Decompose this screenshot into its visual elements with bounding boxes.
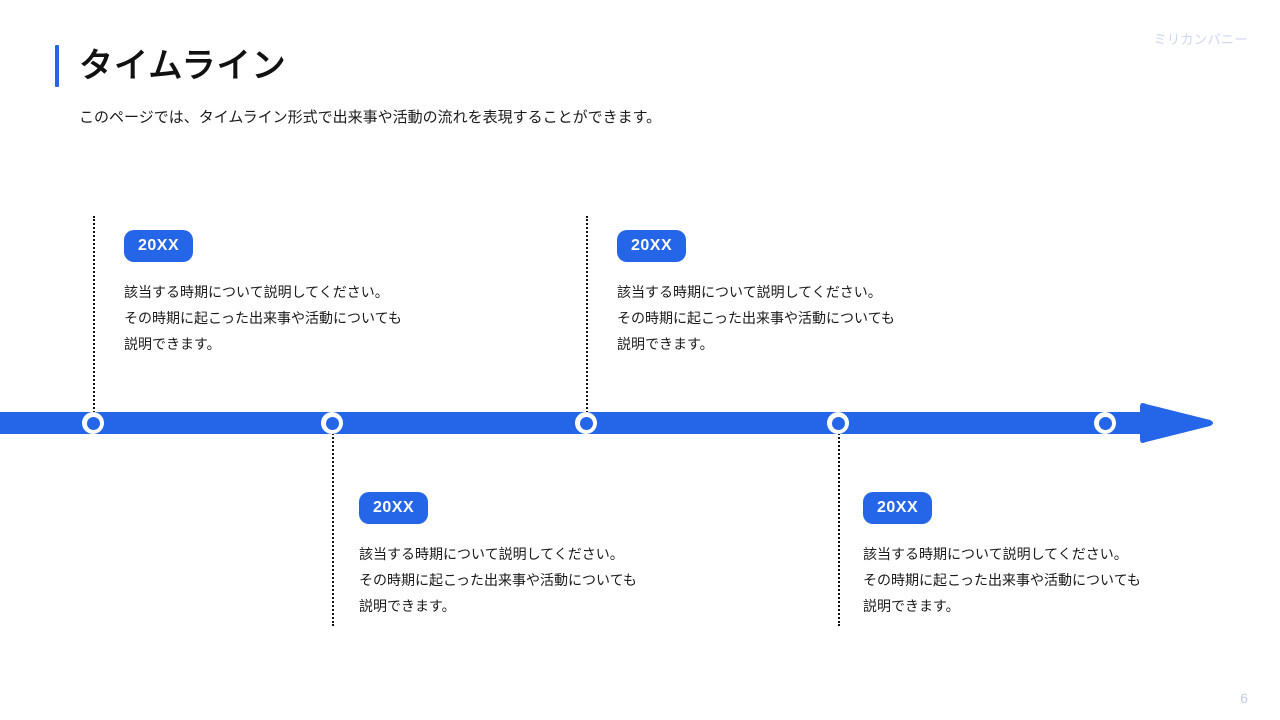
- company-name: ミリカンパニー: [1153, 32, 1248, 47]
- timeline-bar: [0, 412, 1140, 434]
- marker-ring: [82, 412, 104, 434]
- timeline-entry-3: 20XX 該当する時期について説明してください。 その時期に起こった出来事や活動…: [617, 230, 947, 357]
- page-number: 6: [1240, 690, 1248, 706]
- timeline-entry-badge[interactable]: 20XX: [617, 230, 687, 262]
- marker-dot: [831, 416, 845, 430]
- timeline-entry-2: 20XX 該当する時期について説明してください。 その時期に起こった出来事や活動…: [359, 492, 689, 619]
- connector-line-2: [332, 430, 336, 626]
- connector-line-3: [586, 216, 590, 416]
- timeline-entry-description: 該当する時期について説明してください。 その時期に起こった出来事や活動についても…: [359, 546, 637, 614]
- marker-ring: [321, 412, 343, 434]
- timeline-entry-1: 20XX 該当する時期について説明してください。 その時期に起こった出来事や活動…: [124, 230, 454, 357]
- timeline-axis: [0, 403, 1280, 443]
- timeline-marker-5[interactable]: [1085, 403, 1125, 443]
- page-subtitle: このページでは、タイムライン形式で出来事や活動の流れを表現することができます。: [79, 109, 662, 126]
- timeline-entry-description: 該当する時期について説明してください。 その時期に起こった出来事や活動についても…: [617, 284, 895, 352]
- connector-line-4: [838, 430, 842, 626]
- timeline-entry-badge[interactable]: 20XX: [359, 492, 429, 524]
- timeline-entry-badge[interactable]: 20XX: [124, 230, 194, 262]
- marker-dot: [325, 416, 339, 430]
- marker-dot: [1098, 416, 1112, 430]
- timeline-marker-2[interactable]: [312, 403, 352, 443]
- timeline-entry-4: 20XX 該当する時期について説明してください。 その時期に起こった出来事や活動…: [863, 492, 1193, 619]
- marker-ring: [575, 412, 597, 434]
- connector-line-1: [93, 216, 97, 416]
- marker-ring: [827, 412, 849, 434]
- title-accent-bar: [55, 45, 59, 87]
- marker-ring: [1094, 412, 1116, 434]
- timeline-marker-1[interactable]: [73, 403, 113, 443]
- page-title: タイムライン: [79, 47, 287, 85]
- timeline-entry-description: 該当する時期について説明してください。 その時期に起こった出来事や活動についても…: [124, 284, 402, 352]
- marker-dot: [579, 416, 593, 430]
- marker-dot: [86, 416, 100, 430]
- timeline-marker-4[interactable]: [818, 403, 858, 443]
- timeline-entry-badge[interactable]: 20XX: [863, 492, 933, 524]
- title-row: タイムライン: [55, 45, 287, 87]
- timeline-entry-description: 該当する時期について説明してください。 その時期に起こった出来事や活動についても…: [863, 546, 1141, 614]
- timeline-marker-3[interactable]: [566, 403, 606, 443]
